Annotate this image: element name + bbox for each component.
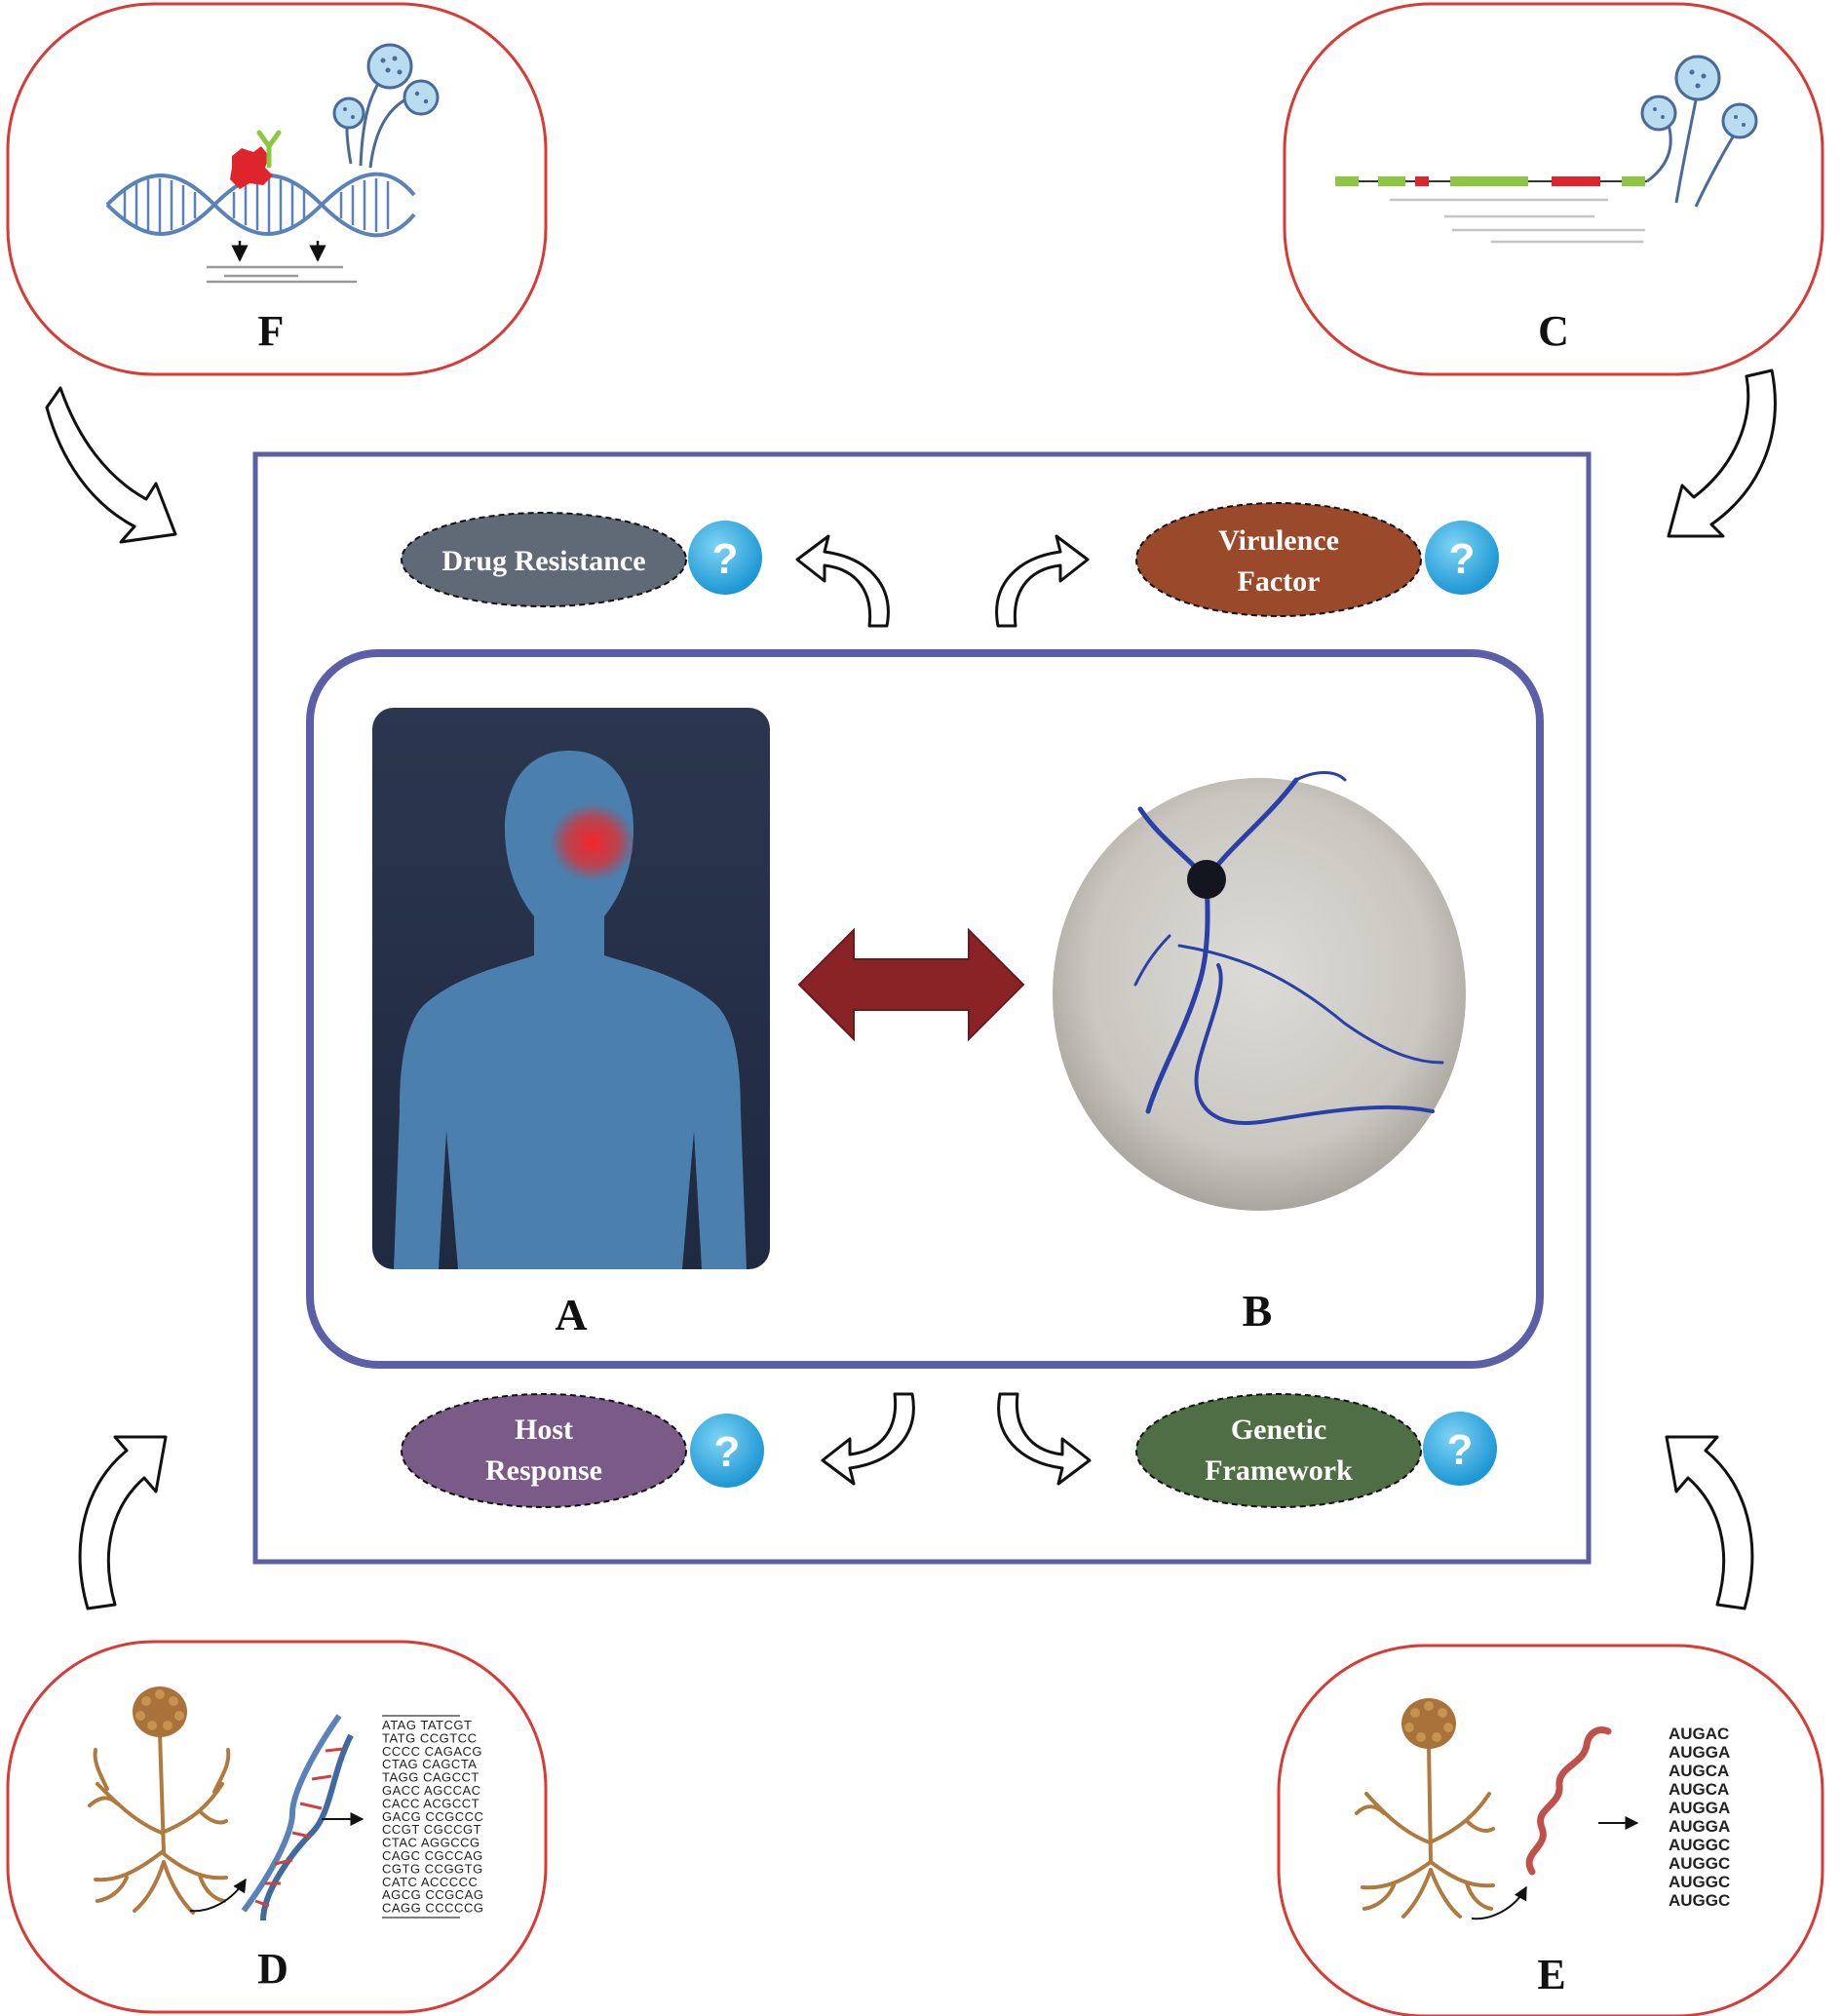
- sporangium-dot: [1187, 860, 1226, 899]
- sequence-row: CGTG CCGGTG: [382, 1861, 483, 1876]
- question-mark-icon: ?: [1449, 535, 1476, 583]
- virulence-label-line2: Factor: [1238, 565, 1321, 598]
- sequence-row: CCCC CAGACG: [382, 1744, 482, 1759]
- factor-arrows: [795, 534, 1092, 1486]
- arrow-c-to-center: [1667, 368, 1777, 538]
- panel-label-a: A: [555, 1290, 587, 1339]
- sequence-row: CCGT CGCCGT: [382, 1822, 481, 1837]
- fungus-mycelium-icon: [1355, 1743, 1495, 1919]
- virulence-label-line1: Virulence: [1218, 524, 1339, 557]
- mrna-strand-icon: [1525, 1726, 1612, 1876]
- factor-virulence-factor: Virulence Factor: [1135, 502, 1422, 617]
- sequence-row: AUGGC: [1669, 1873, 1730, 1891]
- arrow-to-host-response: [821, 1392, 915, 1486]
- arrow-to-virulence-factor: [995, 534, 1090, 628]
- panel-e: AUGACAUGGAAUGCAAUGCAAUGGAAUGGAAUGGCAUGGC…: [1277, 1644, 1824, 2016]
- question-badge-host: ?: [690, 1414, 764, 1488]
- arrow-e-to-center: [1665, 1435, 1754, 1610]
- question-badge-drug: ?: [688, 521, 762, 595]
- transcript-lines: [1390, 198, 1645, 244]
- question-mark-icon: ?: [712, 535, 739, 583]
- curved-arrow-icon: [1471, 1885, 1527, 1920]
- sequence-row: AUGAC: [1669, 1725, 1729, 1743]
- factor-genetic-framework: Genetic Framework: [1135, 1393, 1422, 1508]
- corner-arrows: [45, 368, 1777, 1610]
- panel-f: F: [6, 2, 548, 376]
- double-arrow-icon: [797, 927, 1025, 1042]
- sequence-row: AUGGC: [1669, 1891, 1730, 1910]
- sequence-row: AUGGC: [1669, 1836, 1730, 1854]
- sequence-row: ATAG TATCGT: [382, 1718, 472, 1732]
- arrow-to-genetic-framework: [997, 1392, 1092, 1486]
- sequence-row: CAGG CCCCCG: [382, 1901, 483, 1916]
- sequence-row: AUGCA: [1669, 1780, 1729, 1799]
- panel-c: C: [1283, 2, 1824, 376]
- sequence-row: CACC ACGCCT: [382, 1796, 480, 1810]
- question-mark-icon: ?: [1447, 1426, 1474, 1474]
- genetic-label-line2: Framework: [1205, 1454, 1353, 1487]
- drug-resistance-label: Drug Resistance: [441, 545, 645, 577]
- question-badge-virulence: ?: [1425, 521, 1499, 595]
- gene-structure-icon: [1335, 176, 1647, 186]
- sequence-row: GACG CCGCCC: [382, 1809, 483, 1824]
- arrow-f-to-center: [45, 386, 177, 544]
- question-mark-icon: ?: [714, 1428, 741, 1476]
- sequence-row: TATG CCGTCC: [382, 1730, 477, 1745]
- sequence-row: AGCG CCGCAG: [382, 1887, 483, 1902]
- human-silhouette-panel: [372, 708, 770, 1269]
- sporangium-head-icon: [133, 1686, 187, 1737]
- dna-helix-icon: [241, 1714, 354, 1921]
- sequence-row: CTAG CAGCTA: [382, 1757, 477, 1771]
- panel-d-border: [6, 1640, 548, 2014]
- sequence-row: AUGGC: [1669, 1854, 1730, 1873]
- rna-sequence-block: AUGACAUGGAAUGCAAUGCAAUGGAAUGGAAUGGCAUGGC…: [1669, 1725, 1730, 1910]
- sequence-row: AUGGA: [1669, 1743, 1730, 1762]
- panel-label-c: C: [1538, 307, 1569, 355]
- panel-label-f: F: [258, 307, 285, 355]
- sequence-row: AUGGA: [1669, 1817, 1730, 1836]
- question-badge-genetic: ?: [1423, 1412, 1497, 1486]
- genetic-label-line1: Genetic: [1231, 1414, 1326, 1446]
- panel-label-d: D: [257, 1945, 288, 1993]
- sequence-row: CATC ACCCCC: [382, 1875, 478, 1889]
- microscopy-image: [1053, 771, 1466, 1211]
- sequence-row: AUGCA: [1669, 1762, 1729, 1780]
- human-body-icon: [394, 751, 747, 1269]
- sequence-row: GACC AGCCAC: [382, 1783, 481, 1798]
- sequence-row: AUGGA: [1669, 1799, 1730, 1817]
- host-label-line2: Response: [485, 1454, 602, 1487]
- panel-label-b: B: [1243, 1286, 1273, 1336]
- fungus-sporangia-icon: [1640, 55, 1758, 208]
- sequence-row: CTAC AGGCCG: [382, 1836, 480, 1850]
- protein-blob-icon: [230, 146, 273, 189]
- arrow-to-drug-resistance: [795, 534, 890, 628]
- infection-site-icon: [550, 803, 635, 881]
- arrow-d-to-center: [78, 1435, 168, 1610]
- sporangium-head-icon: [1401, 1698, 1456, 1749]
- sequence-row: TAGG CAGCCT: [382, 1770, 480, 1785]
- antibody-icon: [256, 130, 282, 169]
- panel-label-e: E: [1537, 1951, 1565, 1998]
- curved-arrow-icon: [189, 1878, 247, 1913]
- factor-drug-resistance: Drug Resistance: [401, 512, 687, 607]
- fungus-sporangia-icon: [332, 43, 440, 169]
- host-label-line1: Host: [515, 1414, 573, 1446]
- fragment-lines: [207, 241, 357, 284]
- sequence-row: CAGC CGCCAG: [382, 1848, 483, 1863]
- factor-host-response: Host Response: [401, 1393, 687, 1508]
